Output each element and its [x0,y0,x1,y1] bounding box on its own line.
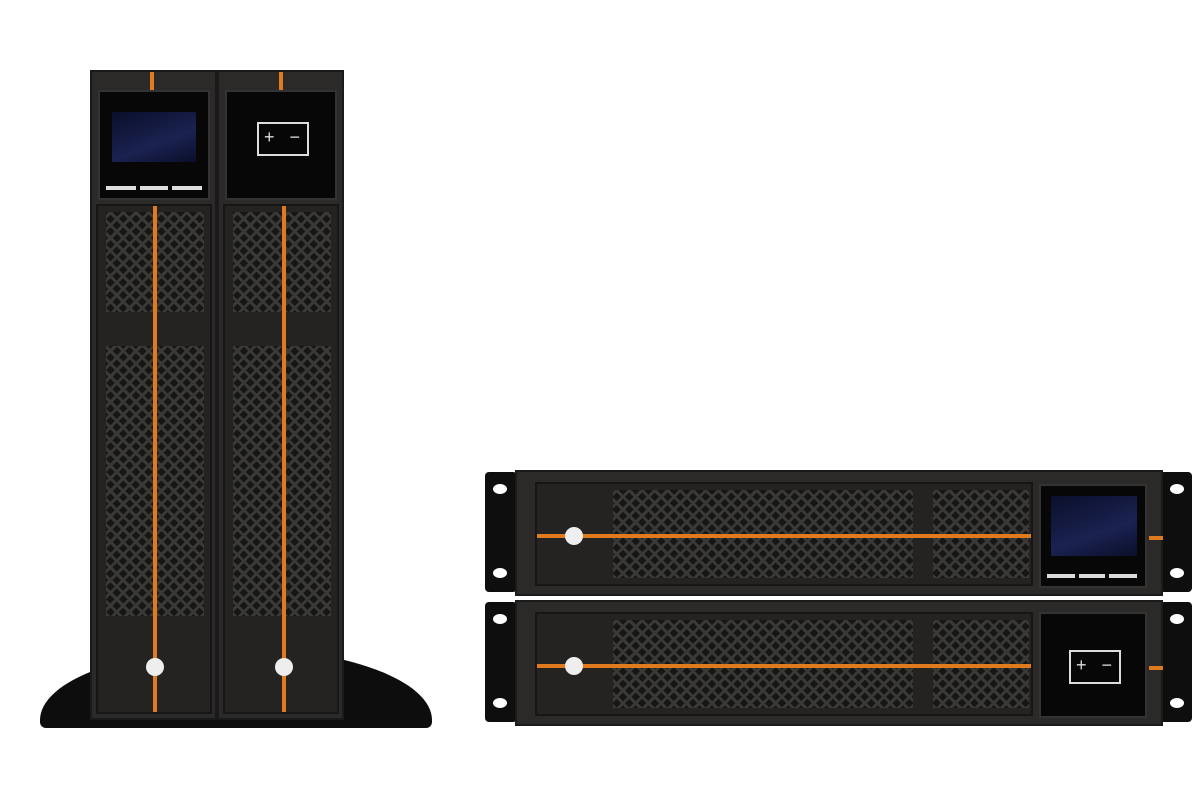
battery-panel: +− [1039,612,1147,718]
accent-stripe [150,72,154,90]
rack-ear [1160,472,1192,592]
brand-logo-icon [146,658,164,676]
control-panel [1039,484,1147,588]
accent-stripe [153,206,157,712]
front-bezel [535,612,1033,716]
mount-hole [1170,698,1184,708]
front-bezel [223,204,339,714]
rack-ear [485,602,517,722]
tower-ups-module [90,70,217,720]
rack-ear [485,472,517,592]
mount-hole [493,568,507,578]
mount-hole [1170,484,1184,494]
accent-stripe [537,664,1031,668]
front-bezel [96,204,212,714]
rack-ups-module [515,470,1163,596]
battery-panel: +− [225,90,337,200]
panel-button[interactable] [172,186,202,190]
panel-button[interactable] [1109,574,1137,578]
lcd-display [112,112,196,162]
control-panel [98,90,210,200]
rack-battery-module: +− [515,600,1163,726]
mount-hole [493,698,507,708]
accent-stripe [279,72,283,90]
accent-stripe [282,206,286,712]
tower-battery-module: +− [217,70,344,720]
lcd-display [1051,496,1137,556]
accent-stripe [1149,536,1163,540]
battery-icon: +− [1069,650,1121,684]
brand-logo-icon [565,657,583,675]
mount-hole [1170,568,1184,578]
rack-ear [1160,602,1192,722]
brand-logo-icon [565,527,583,545]
battery-icon: +− [257,122,309,156]
panel-button[interactable] [1079,574,1105,578]
panel-button[interactable] [140,186,168,190]
mount-hole [1170,614,1184,624]
mount-hole [493,484,507,494]
accent-stripe [1149,666,1163,670]
mount-hole [493,614,507,624]
accent-stripe [537,534,1031,538]
front-bezel [535,482,1033,586]
panel-button[interactable] [106,186,136,190]
brand-logo-icon [275,658,293,676]
panel-button[interactable] [1047,574,1075,578]
